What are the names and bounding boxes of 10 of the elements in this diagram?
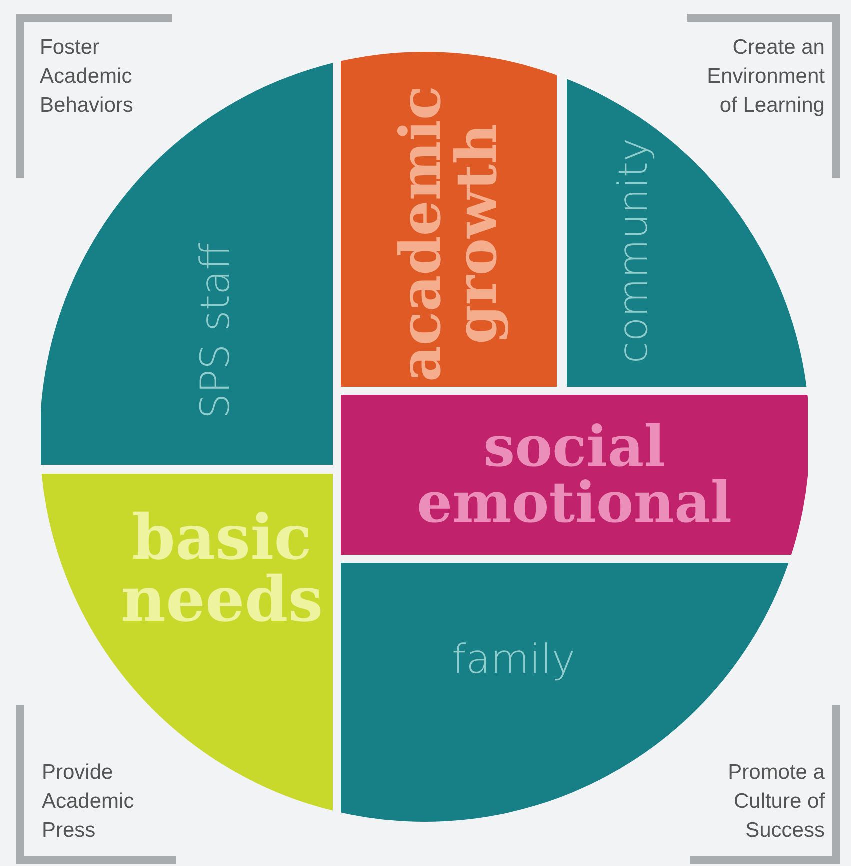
segment-label: community [610, 137, 658, 366]
corner-label: Foster Academic Behaviors [40, 35, 134, 119]
corner-label: Promote a Culture of Success [727, 760, 825, 844]
segment-label: social emotional [416, 419, 733, 531]
corner-label: Create an Environment of Learning [706, 35, 825, 119]
segment-label: basic needs [120, 506, 324, 631]
segment-label: SPS staff [192, 242, 240, 422]
corner-label: Provide Academic Press [42, 760, 136, 844]
pie-segment [341, 395, 808, 555]
segment-label: family [451, 636, 577, 684]
